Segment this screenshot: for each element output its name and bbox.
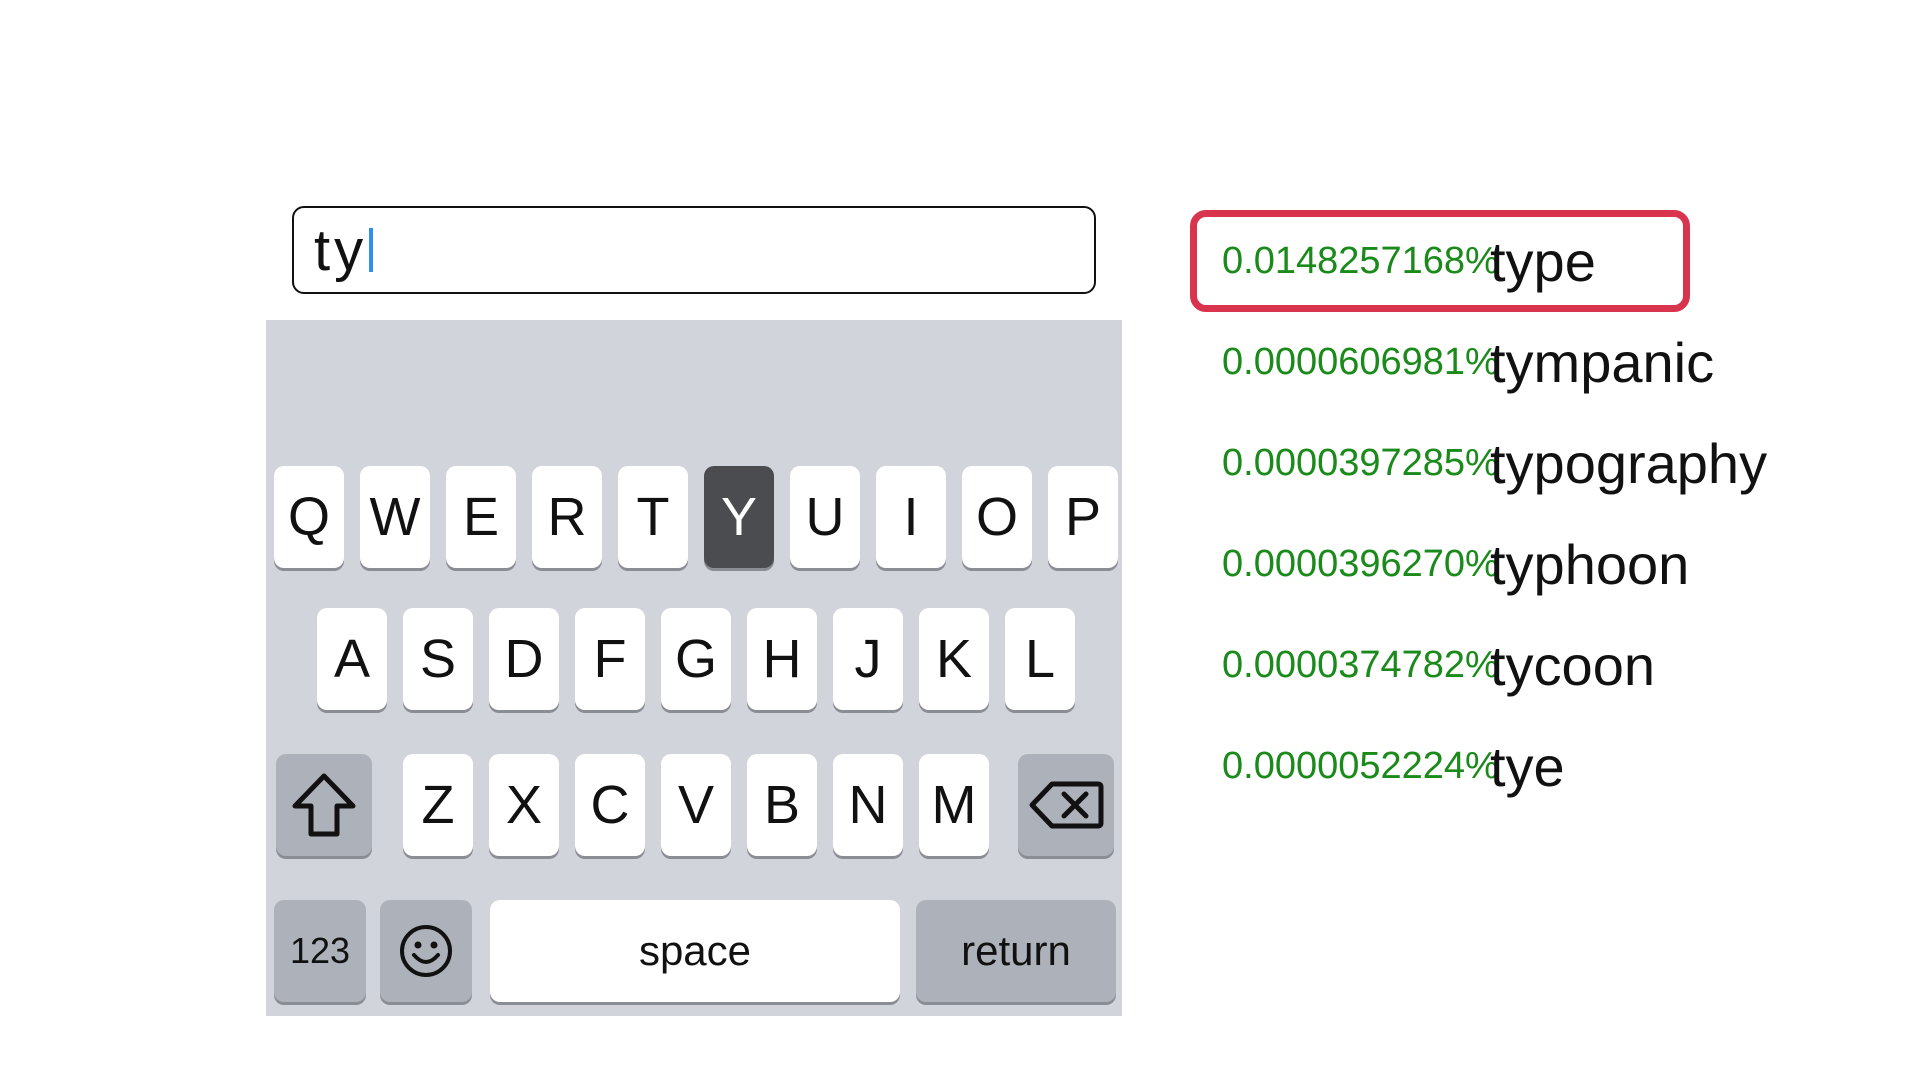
key-g[interactable]: G (661, 608, 731, 710)
smiley-icon (398, 923, 454, 979)
key-h-label: H (762, 629, 802, 689)
backspace-icon (1028, 780, 1104, 830)
key-k-label: K (935, 629, 973, 689)
suggestion-word: tympanic (1490, 330, 1715, 394)
return-key[interactable]: return (916, 900, 1116, 1002)
key-o[interactable]: O (962, 466, 1032, 568)
suggestion-probability: 0.0000374782% (1222, 643, 1499, 686)
key-y-label: Y (720, 487, 758, 547)
space-key-label: space (638, 927, 752, 974)
key-g-label: G (674, 629, 717, 689)
key-e-label: E (462, 487, 500, 547)
suggestion-probability: 0.0000397285% (1222, 441, 1499, 484)
space-key[interactable]: space (490, 900, 900, 1002)
suggestion-probability: 0.0000606981% (1222, 340, 1499, 383)
key-c[interactable]: C (575, 754, 645, 856)
key-x[interactable]: X (489, 754, 559, 856)
suggestion-word: type (1490, 229, 1596, 293)
key-p-label: P (1064, 487, 1102, 547)
key-f-label: F (593, 629, 627, 689)
suggestion-row[interactable]: 0.0000606981%tympanic (1190, 317, 1714, 407)
shift-key[interactable] (276, 754, 372, 856)
key-z-label: Z (421, 775, 455, 835)
key-i-label: I (903, 487, 919, 547)
suggestion-row[interactable]: 0.0000374782%tycoon (1190, 620, 1655, 710)
key-u-label: U (805, 487, 845, 547)
shift-arrow-icon (289, 772, 359, 838)
key-b[interactable]: B (747, 754, 817, 856)
key-n-label: N (848, 775, 888, 835)
suggestion-word: typography (1490, 431, 1768, 495)
key-z[interactable]: Z (403, 754, 473, 856)
key-t[interactable]: T (618, 466, 688, 568)
key-l-label: L (1024, 629, 1056, 689)
suggestion-row[interactable]: 0.0000396270%typhoon (1190, 519, 1689, 609)
delete-key[interactable] (1018, 754, 1114, 856)
suggestion-row[interactable]: 0.0000052224%tye (1190, 721, 1565, 811)
key-a[interactable]: A (317, 608, 387, 710)
suggestion-word: typhoon (1490, 532, 1690, 596)
key-r[interactable]: R (532, 466, 602, 568)
suggestion-word: tycoon (1490, 633, 1655, 697)
typed-text: ty (314, 217, 368, 283)
top-suggestion-highlight (1190, 210, 1690, 312)
key-l[interactable]: L (1005, 608, 1075, 710)
key-o-label: O (975, 487, 1018, 547)
key-e[interactable]: E (446, 466, 516, 568)
text-input-field[interactable]: ty (292, 206, 1096, 294)
key-d-label: D (504, 629, 544, 689)
key-s[interactable]: S (403, 608, 473, 710)
key-a-label: A (333, 629, 371, 689)
key-s-label: S (419, 629, 457, 689)
key-r-label: R (547, 487, 587, 547)
key-n[interactable]: N (833, 754, 903, 856)
key-t-label: T (636, 487, 670, 547)
key-v[interactable]: V (661, 754, 731, 856)
key-j[interactable]: J (833, 608, 903, 710)
key-x-label: X (505, 775, 543, 835)
key-u[interactable]: U (790, 466, 860, 568)
key-p[interactable]: P (1048, 466, 1118, 568)
key-q[interactable]: Q (274, 466, 344, 568)
key-w[interactable]: W (360, 466, 430, 568)
numbers-key-label: 123 (289, 930, 351, 971)
key-d[interactable]: D (489, 608, 559, 710)
key-h[interactable]: H (747, 608, 817, 710)
key-m-label: M (931, 775, 977, 835)
suggestion-probability: 0.0000052224% (1222, 744, 1499, 787)
suggestion-probability: 0.0148257168% (1222, 239, 1499, 282)
key-q-label: Q (287, 487, 330, 547)
suggestion-row[interactable]: 0.0148257168%type (1190, 216, 1596, 306)
key-v-label: V (677, 775, 715, 835)
key-j-label: J (854, 629, 882, 689)
emoji-key[interactable] (380, 900, 472, 1002)
suggestion-row[interactable]: 0.0000397285%typography (1190, 418, 1767, 508)
text-caret (369, 228, 374, 272)
key-k[interactable]: K (919, 608, 989, 710)
key-c-label: C (590, 775, 630, 835)
suggestion-probability: 0.0000396270% (1222, 542, 1499, 585)
key-b-label: B (763, 775, 801, 835)
key-w-label: W (369, 487, 421, 547)
key-y[interactable]: Y (704, 466, 774, 568)
return-key-label: return (961, 927, 1071, 974)
suggestion-word: tye (1490, 734, 1565, 798)
key-f[interactable]: F (575, 608, 645, 710)
key-i[interactable]: I (876, 466, 946, 568)
key-m[interactable]: M (919, 754, 989, 856)
numbers-key[interactable]: 123 (274, 900, 366, 1002)
